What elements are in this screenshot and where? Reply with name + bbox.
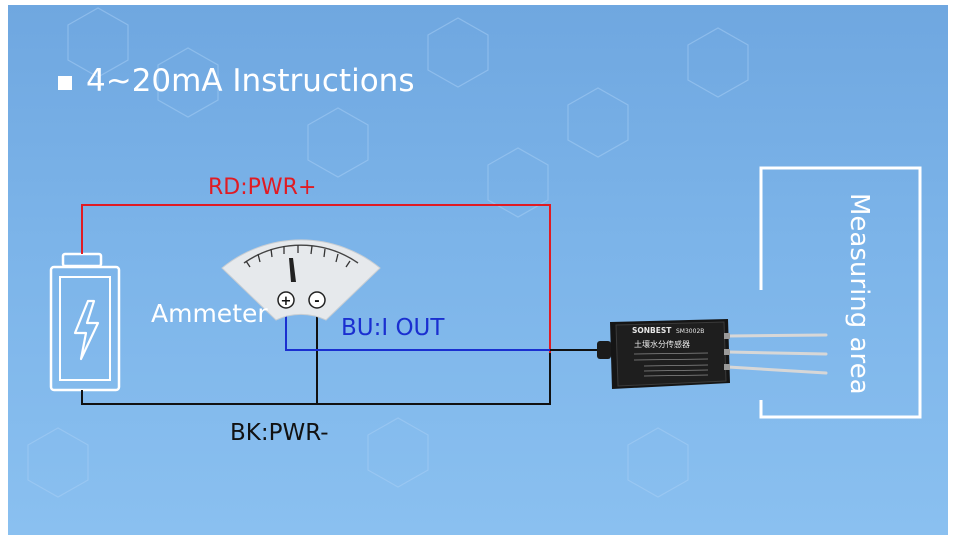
sensor-model: SM3002B xyxy=(676,328,704,335)
hex-pattern xyxy=(27,7,749,498)
wiring-diagram: + - SONBEST SM3002B 土壤水分传感器 xyxy=(27,7,922,498)
sensor-probes xyxy=(726,333,828,375)
page-title: 4~20mA Instructions xyxy=(58,63,414,99)
ammeter-gauge-icon: + - xyxy=(221,239,381,321)
soil-sensor: SONBEST SM3002B 土壤水分传感器 xyxy=(550,319,828,389)
ammeter-plus-terminal: + xyxy=(281,294,292,309)
title-bullet-icon xyxy=(58,76,72,90)
battery-icon xyxy=(49,252,121,392)
blue-wire xyxy=(285,307,598,351)
sensor-spec-lines xyxy=(633,352,709,377)
ammeter-label: Ammeter xyxy=(151,299,268,328)
measuring-area-frame xyxy=(759,166,922,419)
measuring-area-label: Measuring area xyxy=(844,193,874,395)
red-wire xyxy=(81,204,551,353)
lightning-icon xyxy=(73,299,100,361)
black-wire-label: BK:PWR- xyxy=(230,420,329,446)
sensor-name: 土壤水分传感器 xyxy=(634,339,690,349)
ammeter-minus-terminal: - xyxy=(314,294,319,309)
diagram-canvas: + - SONBEST SM3002B 土壤水分传感器 xyxy=(8,5,948,535)
sensor-brand: SONBEST xyxy=(632,326,672,335)
blue-wire-label: BU:I OUT xyxy=(341,315,445,341)
red-wire-label: RD:PWR+ xyxy=(208,175,317,200)
title-text: 4~20mA Instructions xyxy=(86,63,415,99)
